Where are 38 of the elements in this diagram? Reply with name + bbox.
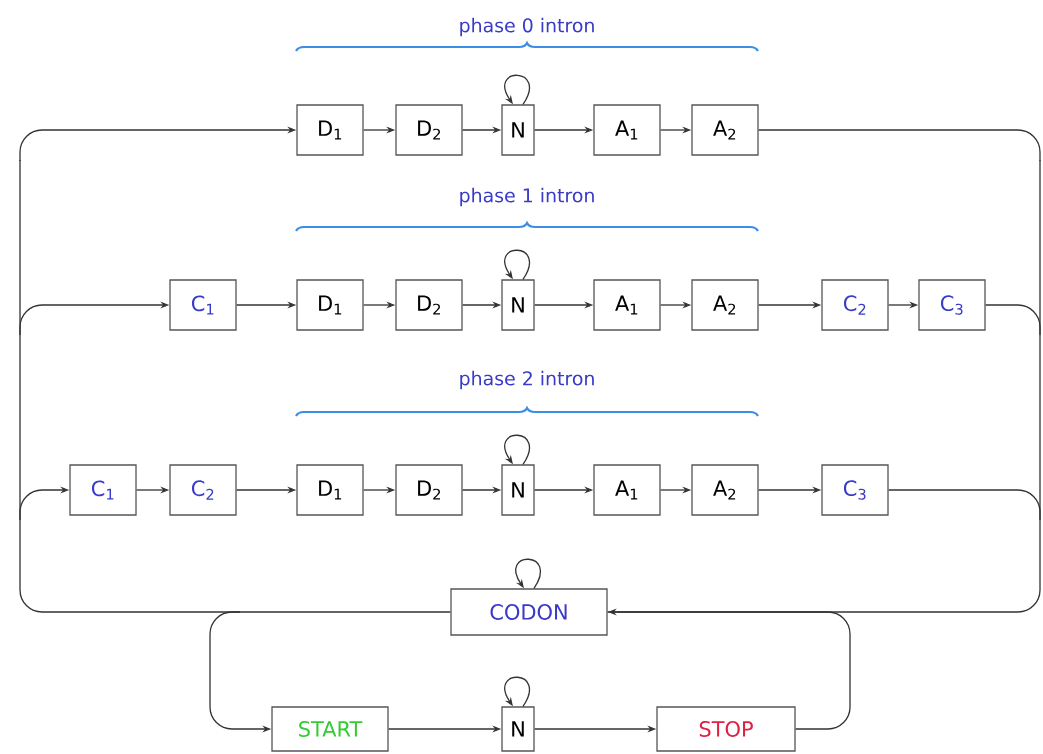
- state-box: C$_{1}$: [69, 464, 137, 516]
- state-box: N: [501, 706, 535, 752]
- state-box: C$_{2}$: [821, 279, 889, 331]
- state-box: D$_{1}$: [296, 279, 364, 331]
- state-box: A$_{1}$: [593, 279, 661, 331]
- state-box: A$_{1}$: [593, 104, 661, 156]
- state-box: A$_{2}$: [691, 464, 759, 516]
- loop-arrow: [504, 676, 531, 707]
- loop-arrow: [504, 74, 531, 105]
- state-box: C$_{3}$: [918, 279, 986, 331]
- state-box: D$_{1}$: [296, 464, 364, 516]
- state-box: C$_{1}$: [169, 279, 237, 331]
- state-box: C$_{3}$: [821, 464, 889, 516]
- connector-line: [19, 159, 451, 613]
- connector-line: [607, 611, 851, 730]
- state-box: C$_{2}$: [169, 464, 237, 516]
- state-box: D$_{2}$: [395, 464, 463, 516]
- loop-arrow: [504, 249, 531, 280]
- state-box: N: [501, 104, 535, 156]
- connector-line: [758, 129, 1041, 162]
- state-box: D$_{2}$: [395, 279, 463, 331]
- state-box: CODON: [450, 588, 608, 636]
- state-box: START: [271, 706, 389, 752]
- phase-label: phase 2 intron: [460, 370, 594, 390]
- phase-label: phase 0 intron: [460, 17, 594, 37]
- state-box: A$_{1}$: [593, 464, 661, 516]
- state-box: A$_{2}$: [691, 104, 759, 156]
- state-box: D$_{2}$: [395, 104, 463, 156]
- state-box: D$_{1}$: [296, 104, 364, 156]
- connector-line: [985, 304, 1041, 336]
- loop-arrow: [515, 558, 542, 589]
- loop-arrow: [504, 434, 531, 465]
- state-box: N: [501, 279, 535, 331]
- state-box: STOP: [656, 706, 796, 752]
- connector-line: [888, 489, 1041, 521]
- phase-label: phase 1 intron: [460, 187, 594, 207]
- state-box: A$_{2}$: [691, 279, 759, 331]
- state-box: N: [501, 464, 535, 516]
